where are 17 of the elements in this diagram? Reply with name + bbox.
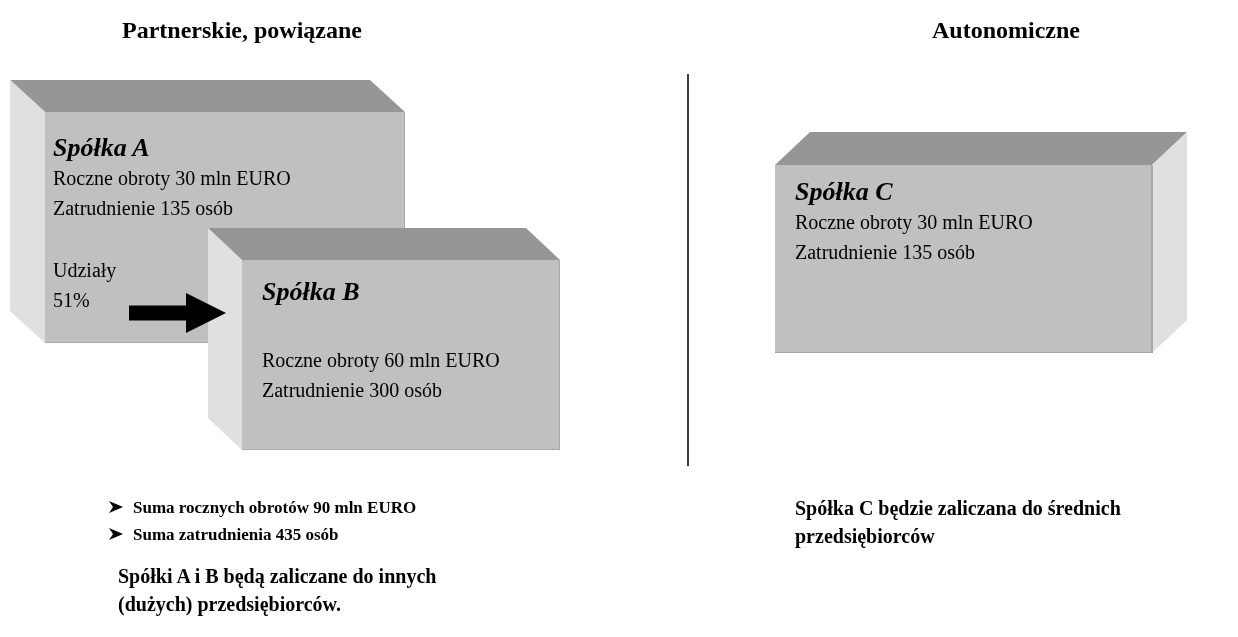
company-name: Spółka A bbox=[53, 133, 151, 163]
company-name: Spółka C bbox=[795, 177, 894, 207]
company-name: Spółka B bbox=[262, 277, 361, 307]
summary-text: Suma zatrudnienia 435 osób bbox=[133, 524, 339, 546]
section-heading: Partnerskie, powiązane bbox=[122, 16, 362, 45]
company-detail: Udziały 51% bbox=[53, 258, 118, 313]
company-detail: Roczne obroty 60 mln EURO bbox=[262, 348, 500, 374]
company-detail: Zatrudnienie 300 osób bbox=[262, 378, 443, 403]
arrow bbox=[129, 293, 226, 333]
summary-text: Suma rocznych obrotów 90 mln EURO bbox=[133, 497, 417, 519]
conclusion-text: Spółka C będzie zaliczana do średnich przedsiębiorców bbox=[795, 496, 1122, 550]
section-heading: Autonomiczne bbox=[932, 16, 1080, 45]
company-detail: Roczne obroty 30 mln EURO bbox=[795, 210, 1033, 236]
company-detail: Zatrudnienie 135 osób bbox=[795, 240, 976, 265]
conclusion-text: Spółki A i B będą zaliczane do innych (dużych) przedsiębiorców. bbox=[118, 564, 438, 618]
company-detail: Zatrudnienie 135 osób bbox=[53, 196, 234, 221]
company-detail: Roczne obroty 30 mln EURO bbox=[53, 166, 291, 192]
